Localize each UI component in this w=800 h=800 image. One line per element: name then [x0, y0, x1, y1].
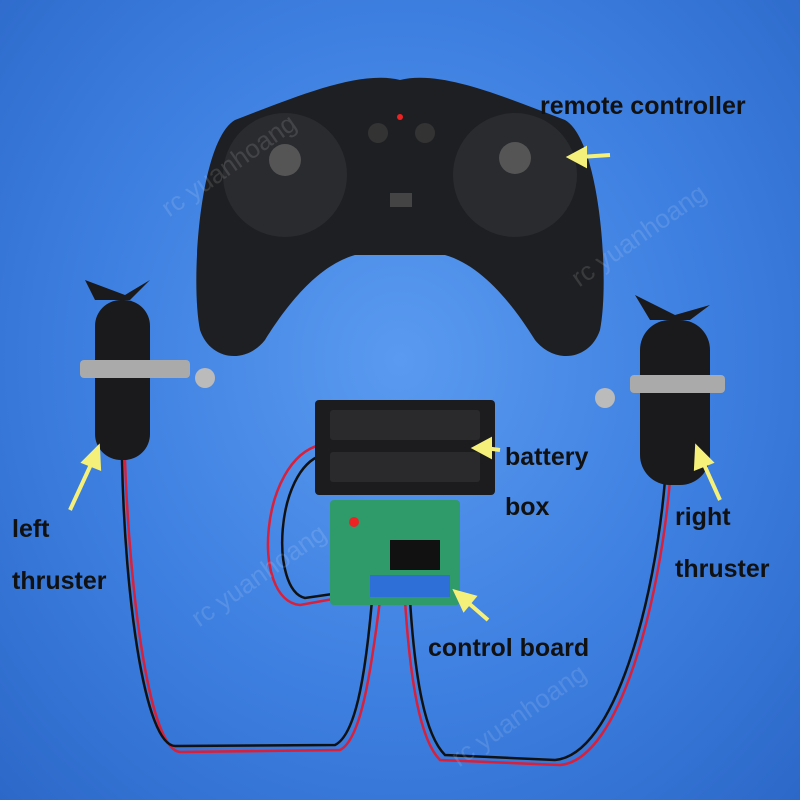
- label-control-board: control board: [428, 634, 590, 662]
- label-left-thruster: thruster: [12, 567, 107, 595]
- label-arrows: [68, 145, 722, 622]
- label-remote-controller: remote controller: [540, 92, 746, 120]
- right-thruster: [595, 295, 725, 485]
- remote-controller: [196, 77, 604, 357]
- control-board: [330, 500, 460, 605]
- left-thruster: [80, 280, 215, 460]
- battery-box: [315, 400, 495, 495]
- label-right: right: [675, 503, 731, 531]
- label-battery: battery: [505, 443, 589, 471]
- wires: [120, 443, 672, 767]
- label-left: left: [12, 515, 50, 543]
- label-box: box: [505, 493, 550, 521]
- label-right-thruster: thruster: [675, 555, 770, 583]
